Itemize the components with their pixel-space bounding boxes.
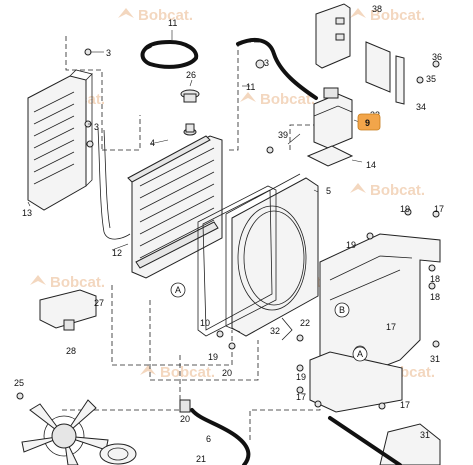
callout-28: 28: [66, 346, 76, 356]
callouts: 11 3 26 3 4 13 12 11 3 38 36 35 34 33 39…: [14, 4, 444, 464]
bobcat-logo-icon: [350, 183, 366, 193]
callout-18: 18: [430, 274, 440, 284]
watermark-text: Bobcat.: [50, 274, 105, 291]
callout-38: 38: [372, 4, 382, 14]
callout-10: 10: [200, 318, 210, 328]
watermark-text: Bobcat.: [370, 182, 425, 199]
reference-markers: A B A: [170, 282, 368, 362]
side-shroud-part-13: [27, 69, 93, 211]
callout-17: 17: [296, 392, 306, 402]
callout-17: 17: [434, 204, 444, 214]
callout-5: 5: [326, 186, 331, 196]
fan-part-25: [21, 399, 109, 465]
callout-20: 20: [180, 414, 190, 424]
tank-pad-part-14: [306, 145, 354, 167]
reference-b: B: [339, 305, 345, 315]
fasteners: [16, 48, 440, 410]
callout-19: 19: [346, 240, 356, 250]
reference-a: A: [357, 349, 363, 359]
callout-3: 3: [94, 122, 99, 132]
bobcat-logo-icon: [118, 8, 134, 18]
bobcat-logo-icon: [140, 365, 156, 375]
harness: [328, 416, 402, 465]
bracket-part-31: [379, 423, 441, 465]
callout-19: 19: [400, 204, 410, 214]
bobcat-logo-icon: [350, 8, 366, 18]
bracket-part-33: [365, 41, 405, 105]
pulley: [99, 443, 137, 465]
callout-31: 31: [420, 430, 430, 440]
expansion-tank-part-9: [313, 87, 353, 149]
watermark-text: Bobcat.: [138, 7, 193, 24]
hose-part-12: [97, 127, 131, 240]
callout-27: 27: [94, 298, 104, 308]
watermark-text: Bobcat.: [260, 91, 315, 108]
callout-26: 26: [186, 70, 196, 80]
callout-39: 39: [278, 130, 288, 140]
callout-21: 21: [196, 454, 206, 464]
bracket-part-38: [315, 3, 351, 69]
callout-19: 19: [296, 372, 306, 382]
callout-17: 17: [400, 400, 410, 410]
hose-part-12-edge: [103, 129, 111, 229]
radiator-cap-part-26: [180, 89, 200, 103]
callout-6: 6: [206, 434, 211, 444]
callout-34: 34: [416, 102, 426, 112]
watermark-text: Bobcat.: [160, 364, 215, 381]
callout-11: 11: [246, 82, 255, 92]
callout-12: 12: [112, 248, 122, 258]
callout-11: 11: [168, 18, 177, 28]
callout-3: 3: [106, 48, 111, 58]
callout-25: 25: [14, 378, 24, 388]
callout-35: 35: [426, 74, 436, 84]
callout-32: 32: [270, 326, 280, 336]
callout-3: 3: [264, 58, 269, 68]
callout-36: 36: [432, 52, 442, 62]
lower-bracket: [309, 351, 403, 413]
callout-9: 9: [365, 118, 370, 128]
clamp-part-20: [179, 399, 191, 413]
fastener-part-28: [63, 319, 75, 331]
callout-19: 19: [208, 352, 218, 362]
bobcat-logo-icon: [30, 275, 46, 285]
callout-17: 17: [386, 322, 396, 332]
callout-31: 31: [430, 354, 440, 364]
seal-frame-part-10: [197, 185, 277, 337]
radiator-part-4: [127, 123, 223, 279]
watermark-text: Bobcat.: [370, 7, 425, 24]
bobcat-logo-icon: [240, 92, 256, 102]
hose-coil-part-11: [140, 39, 199, 69]
hose-part-11: [236, 37, 318, 100]
hose-part-6: [190, 408, 251, 465]
bracket-part-28: [39, 289, 97, 329]
callout-20: 20: [222, 368, 232, 378]
callout-13: 13: [22, 208, 32, 218]
callout-22: 22: [300, 318, 310, 328]
clip-part-32: [281, 317, 293, 341]
callout-4: 4: [150, 138, 155, 148]
callout-14: 14: [366, 160, 376, 170]
highlighted-callout-9: 9: [357, 113, 381, 131]
reference-a: A: [175, 285, 181, 295]
fan-shroud-part-5: [225, 173, 319, 337]
callout-18: 18: [430, 292, 440, 302]
